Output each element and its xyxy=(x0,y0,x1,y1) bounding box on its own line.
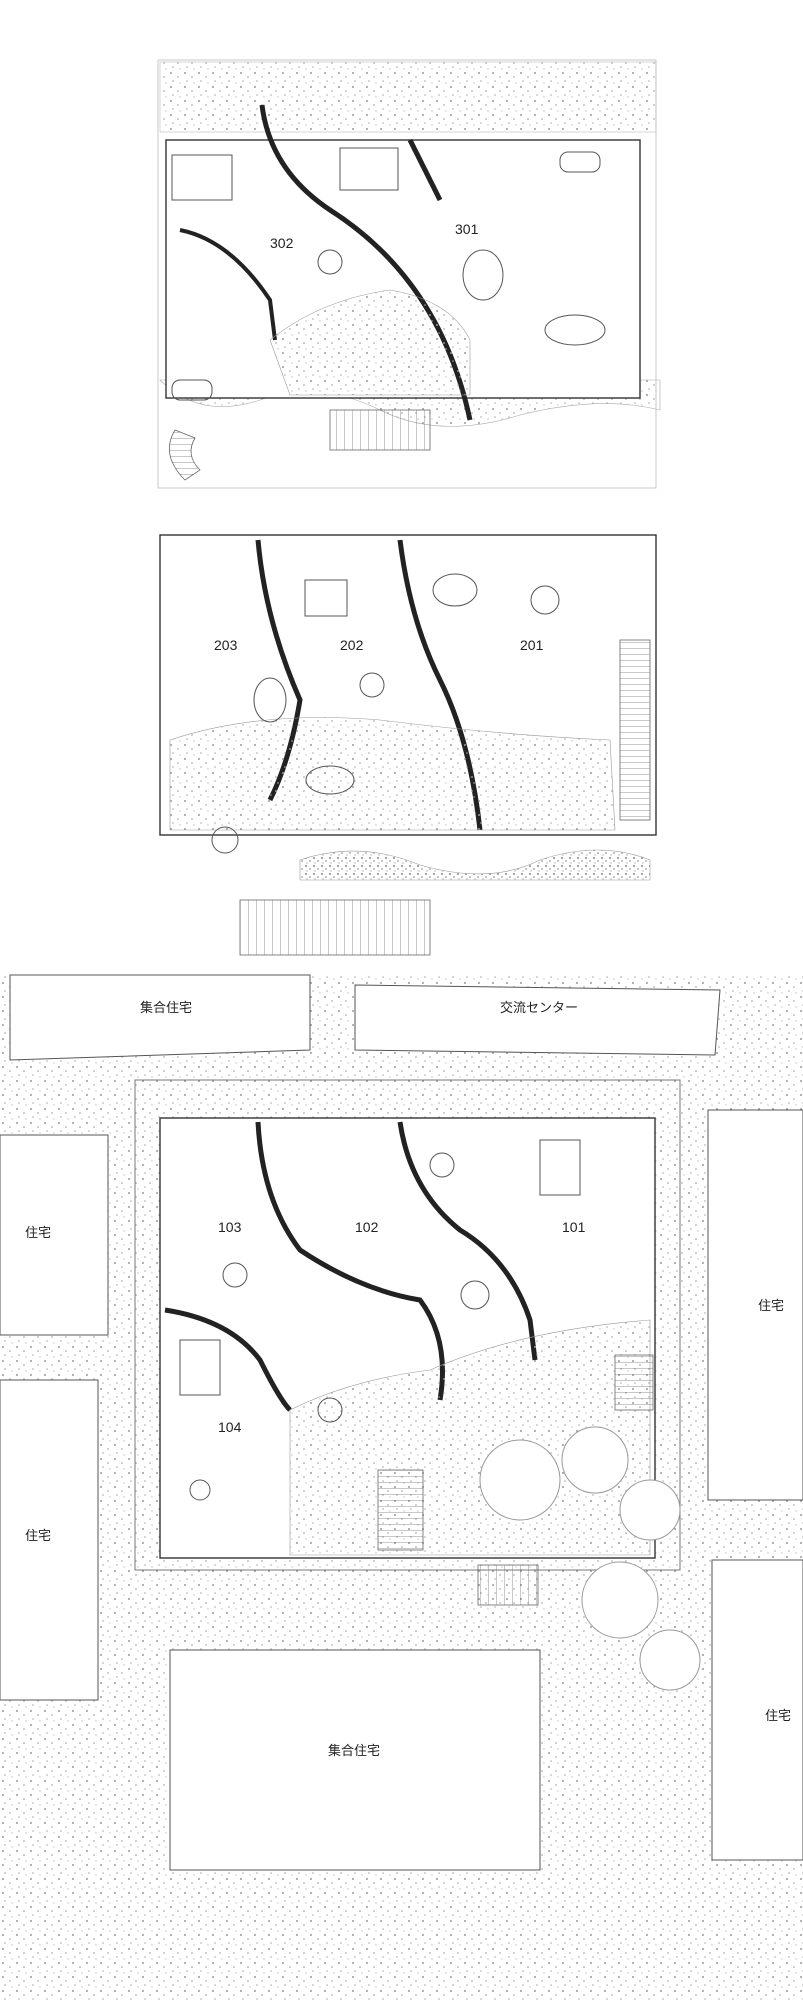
stairs-vertical xyxy=(619,639,651,821)
floor-3-outline xyxy=(157,59,657,489)
bathtub xyxy=(171,379,213,401)
site-plan: 集合住宅 交流センター 住宅 住宅 住宅 住宅 集合住宅 xyxy=(0,974,803,2000)
floor-3-curved-wall-3 xyxy=(179,228,277,341)
label-west-lower: 住宅 xyxy=(25,1528,51,1543)
table xyxy=(317,249,343,275)
table xyxy=(317,1397,343,1423)
table xyxy=(211,826,239,854)
stairs xyxy=(614,1354,654,1411)
stairs xyxy=(377,1469,424,1551)
table xyxy=(462,249,504,301)
paving-stone xyxy=(581,1561,659,1639)
table xyxy=(189,1479,211,1501)
building-west-lower xyxy=(0,1379,99,1701)
floor-3-curved-wall-2 xyxy=(407,138,443,202)
bed xyxy=(179,1339,221,1396)
label-east-lower: 住宅 xyxy=(765,1708,791,1723)
unit-label-202: 202 xyxy=(340,637,364,653)
table xyxy=(304,579,348,617)
unit-label-203: 203 xyxy=(214,637,238,653)
unit-label-103: 103 xyxy=(218,1219,242,1235)
bathtub xyxy=(559,151,601,173)
table xyxy=(359,672,385,698)
unit-label-101: 101 xyxy=(562,1219,586,1235)
table xyxy=(305,765,355,795)
unit-label-104: 104 xyxy=(218,1419,242,1435)
table xyxy=(460,1280,490,1310)
paving-stone xyxy=(479,1439,561,1521)
label-west-upper: 住宅 xyxy=(25,1225,51,1240)
floor-3-planting-band xyxy=(159,61,657,133)
label-east-upper: 住宅 xyxy=(758,1298,784,1313)
table xyxy=(253,677,287,723)
site-boundary xyxy=(134,1079,681,1571)
table xyxy=(544,314,606,346)
table xyxy=(429,1152,455,1178)
stairs-curved xyxy=(168,429,201,481)
floor-2-planting-edge xyxy=(299,849,651,881)
paving-stone xyxy=(619,1479,681,1541)
floor-1-curved-wall-2 xyxy=(397,1121,538,1361)
floor-2-plan: 203 202 201 xyxy=(159,534,657,956)
stairs xyxy=(239,899,431,956)
desk xyxy=(539,1139,581,1196)
building-north-right xyxy=(354,984,721,1056)
unit-label-301: 301 xyxy=(455,221,479,237)
unit-label-302: 302 xyxy=(270,235,294,251)
floor-3-plan: 302 301 xyxy=(157,59,661,489)
label-south: 集合住宅 xyxy=(328,1743,380,1758)
building-east-upper xyxy=(707,1109,803,1501)
floor-1-curved-wall-3 xyxy=(164,1307,292,1412)
label-north-left: 集合住宅 xyxy=(140,1000,192,1015)
building-north-left xyxy=(9,974,311,1061)
building-east-lower xyxy=(711,1559,803,1861)
bed xyxy=(171,154,233,201)
unit-label-201: 201 xyxy=(520,637,544,653)
table xyxy=(222,1262,248,1288)
building-south xyxy=(169,1649,541,1871)
floor-3-garden xyxy=(269,289,471,396)
stairs xyxy=(329,409,431,451)
stairs xyxy=(477,1564,539,1606)
table xyxy=(530,585,560,615)
building-west-upper xyxy=(0,1134,109,1336)
paving-stone xyxy=(639,1629,701,1691)
table xyxy=(432,573,478,607)
bed xyxy=(339,147,399,191)
floor-2-garden xyxy=(169,717,616,831)
unit-label-102: 102 xyxy=(355,1219,379,1235)
label-north-right: 交流センター xyxy=(500,1000,578,1015)
floor-1-curved-wall xyxy=(255,1121,445,1401)
paving-stone xyxy=(561,1426,629,1494)
